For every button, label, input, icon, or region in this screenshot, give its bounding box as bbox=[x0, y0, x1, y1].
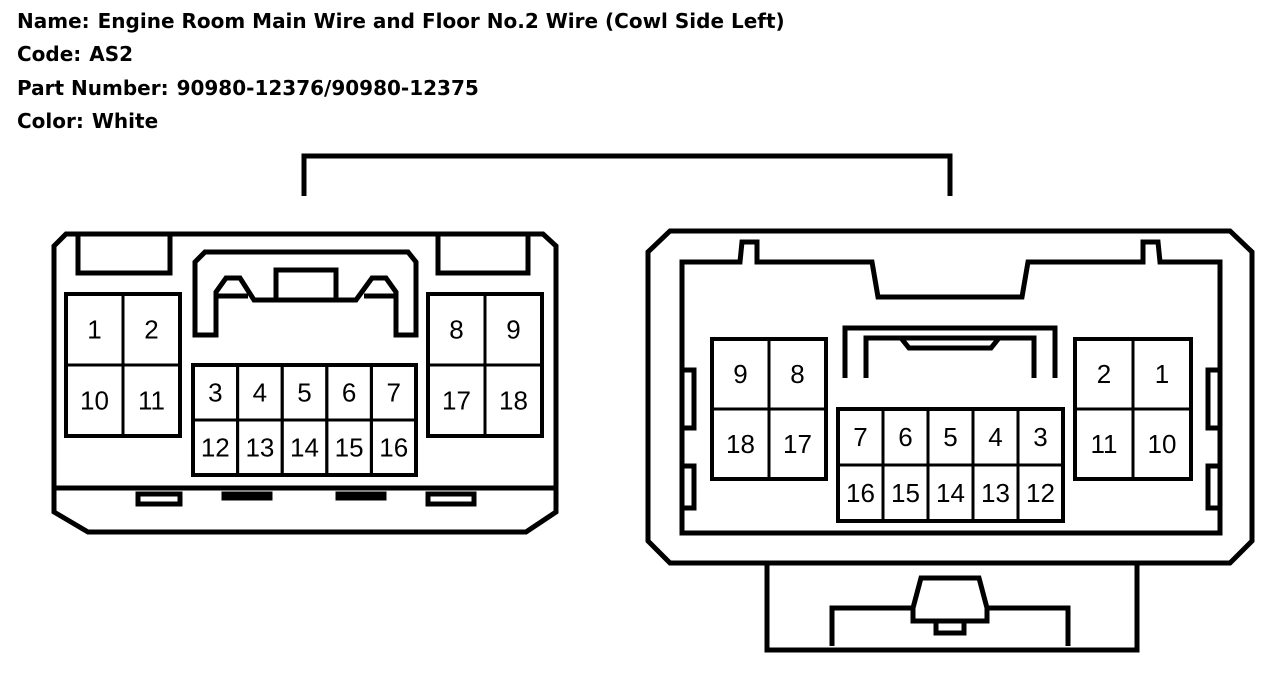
pin-number: 17 bbox=[783, 429, 812, 459]
left-connector-housing bbox=[51, 231, 559, 535]
name-label: Name: bbox=[17, 9, 90, 33]
pin-cavity bbox=[121, 363, 182, 438]
name-line: Name: Engine Room Main Wire and Floor No.… bbox=[17, 9, 785, 33]
pin-number: 15 bbox=[891, 478, 920, 508]
pin-number: 13 bbox=[981, 478, 1010, 508]
pin-number: 12 bbox=[201, 433, 230, 463]
color-value: White bbox=[91, 109, 159, 133]
right-connector-housing bbox=[645, 228, 1255, 653]
pin-number: 13 bbox=[245, 433, 274, 463]
pin-number: 16 bbox=[846, 478, 875, 508]
pin-number: 15 bbox=[335, 433, 364, 463]
pin-cavity bbox=[369, 418, 418, 477]
pin-number: 11 bbox=[138, 386, 165, 416]
pin-cavity bbox=[1131, 407, 1193, 481]
cavity-group: 9 8 18 17 bbox=[710, 337, 828, 481]
pin-number: 9 bbox=[506, 315, 520, 345]
code-line: Code: AS2 bbox=[17, 42, 133, 66]
color-label: Color: bbox=[17, 109, 84, 133]
pin-number: 10 bbox=[1148, 429, 1177, 459]
pin-number: 12 bbox=[1026, 478, 1055, 508]
pin-number: 4 bbox=[988, 422, 1002, 452]
part-number-line: Part Number: 90980-12376/90980-12375 bbox=[17, 76, 479, 100]
pin-number: 5 bbox=[943, 422, 957, 452]
pin-number: 16 bbox=[379, 433, 408, 463]
pin-number: 14 bbox=[936, 478, 965, 508]
pin-number: 1 bbox=[87, 315, 101, 345]
pin-number: 7 bbox=[853, 422, 867, 452]
pin-number: 6 bbox=[342, 378, 356, 408]
part-number-value: 90980-12376/90980-12375 bbox=[176, 76, 479, 100]
pin-number: 9 bbox=[733, 359, 747, 389]
pin-number: 11 bbox=[1091, 429, 1118, 459]
pin-cavity bbox=[1016, 463, 1065, 523]
pin-number: 17 bbox=[442, 386, 471, 416]
view-link-bracket bbox=[301, 153, 953, 196]
name-value: Engine Room Main Wire and Floor No.2 Wir… bbox=[97, 9, 785, 33]
cavity-group: 7 6 5 4 3 16 15 14 13 12 bbox=[836, 407, 1065, 523]
pin-number: 3 bbox=[208, 378, 222, 408]
pin-number: 2 bbox=[1097, 359, 1111, 389]
pin-number: 6 bbox=[898, 422, 912, 452]
pin-cavity bbox=[483, 363, 544, 438]
cavity-group: 1 2 10 11 bbox=[64, 292, 182, 438]
pin-number: 4 bbox=[253, 378, 267, 408]
pin-number: 8 bbox=[449, 315, 463, 345]
pin-number: 18 bbox=[499, 386, 528, 416]
pin-cavity bbox=[767, 407, 828, 481]
pin-number: 10 bbox=[80, 386, 109, 416]
color-line: Color: White bbox=[17, 109, 158, 133]
pin-number: 8 bbox=[790, 359, 804, 389]
part-number-label: Part Number: bbox=[17, 76, 169, 100]
pin-number: 14 bbox=[290, 433, 319, 463]
code-label: Code: bbox=[17, 42, 82, 66]
pin-number: 7 bbox=[386, 378, 400, 408]
pin-number: 5 bbox=[297, 378, 311, 408]
pin-number: 2 bbox=[144, 315, 158, 345]
cavity-group: 8 9 17 18 bbox=[426, 292, 544, 438]
pin-number: 18 bbox=[726, 429, 755, 459]
pin-number: 1 bbox=[1155, 359, 1169, 389]
pin-number: 3 bbox=[1033, 422, 1047, 452]
code-value: AS2 bbox=[89, 42, 134, 66]
